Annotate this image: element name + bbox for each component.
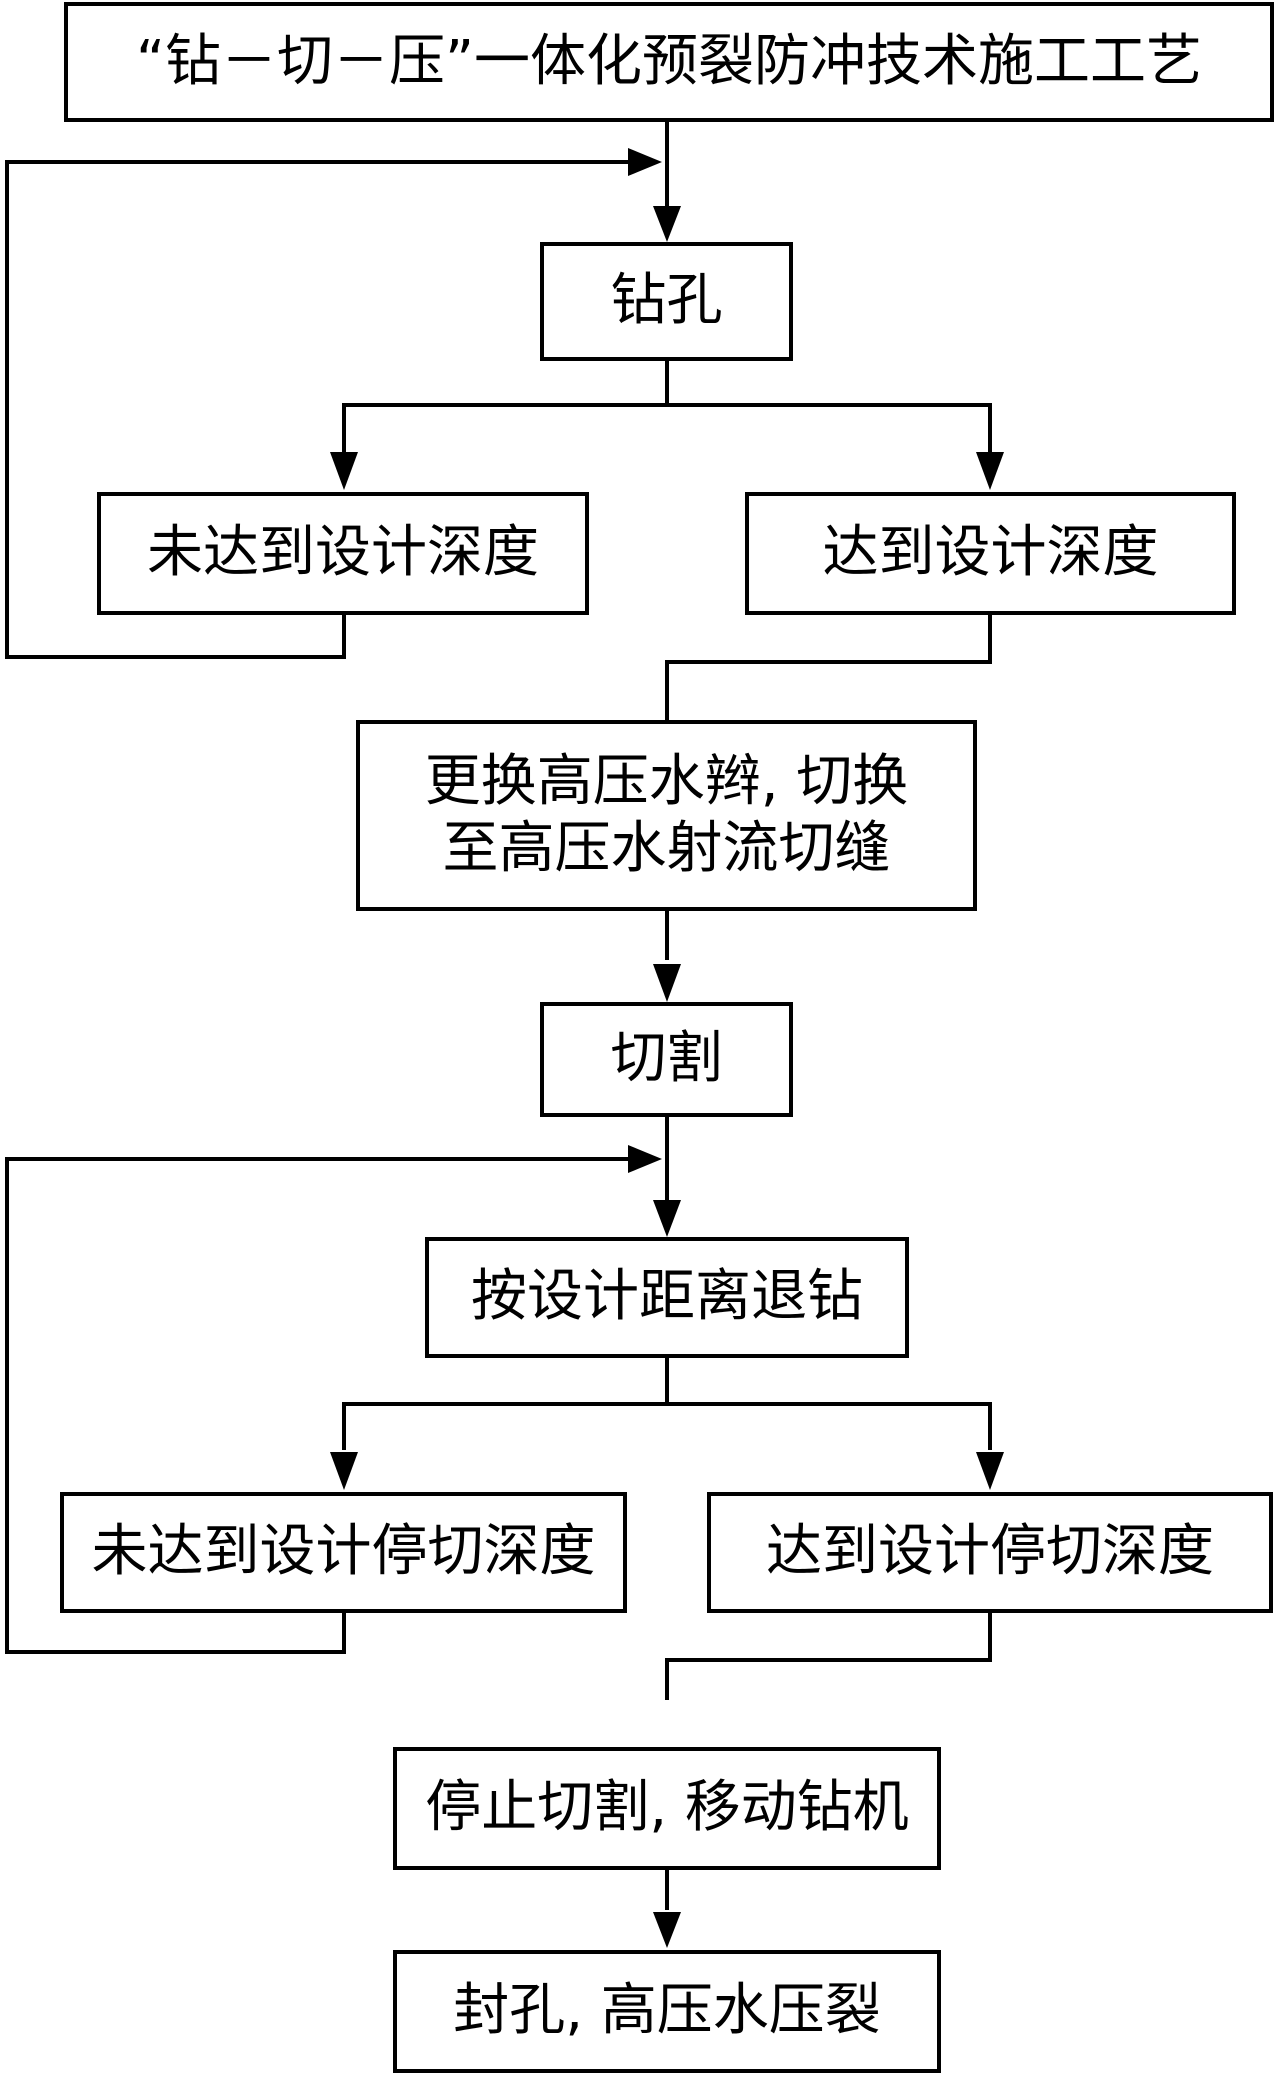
arrowhead (976, 452, 1004, 490)
cut-not-reached-text: 未达到设计停切深度 (91, 1519, 596, 1585)
cut-reached-text: 达到设计停切深度 (766, 1519, 1214, 1585)
retract-text: 按设计距离退钻 (471, 1264, 863, 1330)
drill-reached-text: 达到设计深度 (822, 520, 1159, 586)
cut-reached-box: 达到设计停切深度 (707, 1492, 1273, 1613)
arrowhead (330, 1452, 358, 1490)
drill-not-reached-box: 未达到设计深度 (97, 492, 589, 615)
seal-box: 封孔, 高压水压裂 (393, 1950, 941, 2073)
cut-text: 切割 (610, 1026, 723, 1092)
switch-text-line1: 更换高压水辫, 切换 (424, 749, 909, 815)
switch-box: 更换高压水辫, 切换 至高压水射流切缝 (356, 720, 977, 911)
arrowhead (653, 1912, 681, 1948)
connector-cut-reached-to-stop (665, 1613, 992, 1700)
connector-drill-split (342, 403, 992, 452)
drill-not-reached-text: 未达到设计深度 (147, 520, 539, 586)
stop-box: 停止切割, 移动钻机 (393, 1747, 941, 1870)
arrowhead (653, 206, 681, 242)
retract-box: 按设计距离退钻 (425, 1237, 909, 1358)
arrowhead (330, 452, 358, 490)
arrowhead (976, 1452, 1004, 1490)
title-text: “钻－切－压”一体化预裂防冲技术施工工艺 (135, 28, 1203, 94)
arrowhead (653, 964, 681, 1002)
arrowhead (653, 1200, 681, 1237)
drill-box: 钻孔 (540, 242, 793, 361)
arrowhead (628, 1145, 662, 1173)
switch-text-line2: 至高压水射流切缝 (442, 815, 891, 881)
cut-not-reached-box: 未达到设计停切深度 (60, 1492, 627, 1613)
drill-reached-box: 达到设计深度 (745, 492, 1236, 615)
stop-text: 停止切割, 移动钻机 (425, 1775, 909, 1841)
connector-retract-split (342, 1402, 992, 1450)
loop-back-cut (5, 1157, 632, 1654)
cut-box: 切割 (540, 1002, 793, 1117)
drill-text: 钻孔 (610, 268, 723, 334)
loop-back-drill (5, 160, 632, 659)
title-box: “钻－切－压”一体化预裂防冲技术施工工艺 (64, 2, 1274, 122)
connector-reached-to-switch (665, 615, 992, 720)
seal-text: 封孔, 高压水压裂 (453, 1978, 881, 2044)
arrowhead (628, 148, 662, 176)
